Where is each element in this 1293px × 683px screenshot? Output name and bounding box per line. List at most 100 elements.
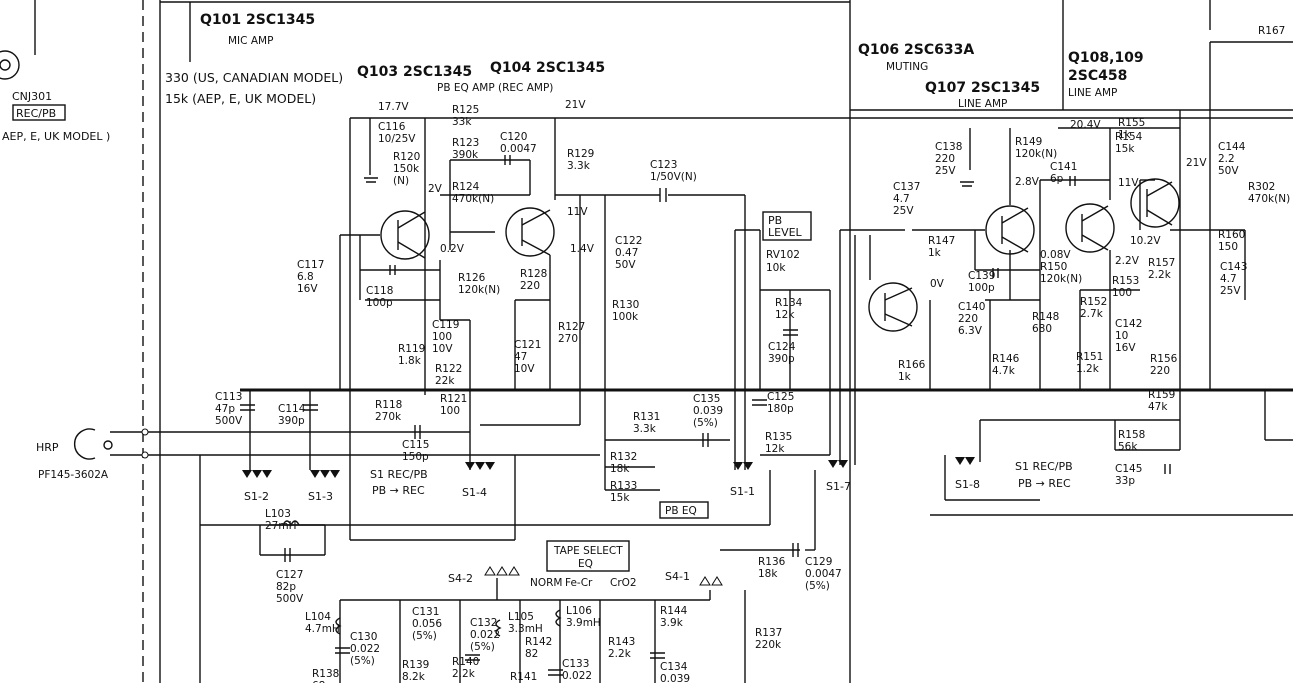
s1-recpb-label-b: S1 REC/PB — [1015, 460, 1073, 473]
component-label-l105: 3.3mH — [508, 623, 543, 635]
component-label-r146: R146 — [992, 353, 1020, 365]
pf-part-label: PF145-3602A — [38, 469, 109, 481]
component-label-c137: 4.7 — [893, 193, 910, 205]
component-label-r120: R120 — [393, 151, 420, 163]
component-label-c120: 0.0047 — [500, 143, 537, 155]
component-label-c137: C137 — [893, 181, 920, 193]
component-label-c139: 100p — [968, 282, 995, 294]
q103-ref: Q103 2SC1345 — [357, 64, 472, 80]
component-label-r126: 120k(N) — [458, 284, 500, 296]
component-label-c116: C116 — [378, 121, 406, 133]
component-label-r148: R148 — [1032, 311, 1059, 323]
component-label-c132: (5%) — [470, 641, 495, 653]
component-label-r156: R156 — [1150, 353, 1178, 365]
component-label-r140: R140 — [452, 656, 479, 668]
component-label-c116: 10/25V — [378, 133, 416, 145]
component-label-c144: 50V — [1218, 165, 1239, 177]
component-label-r119: 1.8k — [398, 355, 422, 367]
component-label-l105: L105 — [508, 611, 534, 623]
hrp-label: HRP — [36, 441, 59, 454]
component-label-c127: C127 — [276, 569, 303, 581]
component-label-c145: C145 — [1115, 463, 1142, 475]
voltage-label: 10.2V — [1130, 235, 1161, 247]
component-label-c143: C143 — [1220, 261, 1247, 273]
component-label-r121: 100 — [440, 405, 460, 417]
component-label-r140: 2.2k — [452, 668, 476, 680]
component-label-c140: 6.3V — [958, 325, 983, 337]
component-label-c143: 25V — [1220, 285, 1241, 297]
transistor-q104-symbol — [505, 207, 555, 257]
component-label-r139: 8.2k — [402, 671, 426, 683]
component-label-r142: 82 — [525, 648, 538, 660]
component-label-c120: C120 — [500, 131, 527, 143]
pb-level-box — [762, 211, 812, 241]
component-label-r133: R133 — [610, 480, 637, 492]
component-label-c121: C121 — [514, 339, 541, 351]
component-label-r130: R130 — [612, 299, 639, 311]
voltage-label: 2.2V — [1115, 255, 1140, 267]
component-label-c141: C141 — [1050, 161, 1077, 173]
switch-s4-1: S4-1 — [665, 570, 690, 583]
connector-cnj301 — [0, 0, 36, 80]
q108-109-func: LINE AMP — [1068, 87, 1117, 99]
component-label-r124: 470k(N) — [452, 193, 494, 205]
component-label-c130: 0.022 — [350, 643, 380, 655]
component-label-c124: 390p — [768, 353, 795, 365]
rv102-value: 10k — [766, 262, 786, 274]
component-label-c142: 16V — [1115, 342, 1136, 354]
component-label-r131: R131 — [633, 411, 660, 423]
switch-contacts — [242, 457, 975, 586]
component-label-r157: 2.2k — [1148, 269, 1172, 281]
component-label-c132: C132 — [470, 617, 497, 629]
component-label-c139: C139 — [968, 270, 995, 282]
component-label-c145: 33p — [1115, 475, 1135, 487]
component-label-r128: R128 — [520, 268, 547, 280]
component-label-r127: R127 — [558, 321, 585, 333]
component-label-r153: R153 — [1112, 275, 1139, 287]
component-label-r149: R149 — [1015, 136, 1042, 148]
component-label-c130: C130 — [350, 631, 377, 643]
component-label-r147: 1k — [928, 247, 942, 259]
q108-109-part: 2SC458 — [1068, 68, 1127, 84]
component-label-c122: C122 — [615, 235, 642, 247]
transistor-q103-symbol — [380, 210, 430, 260]
component-label-c115: 150p — [402, 451, 429, 463]
component-label-c143: 4.7 — [1220, 273, 1237, 285]
component-label-r160: R160 — [1218, 229, 1245, 241]
component-label-r148: 680 — [1032, 323, 1052, 335]
component-label-c113: 47p — [215, 403, 235, 415]
component-label-r302: R302 — [1248, 181, 1275, 193]
pb-to-rec-label-a: PB → REC — [372, 484, 425, 497]
component-label-c118: C118 — [366, 285, 393, 297]
component-label-r131: 3.3k — [633, 423, 657, 435]
ground-symbols — [364, 177, 974, 187]
q101-ref: Q101 2SC1345 — [200, 12, 315, 28]
component-label-r136: 18k — [758, 568, 778, 580]
component-label-r129: R129 — [567, 148, 594, 160]
cnj301-label: CNJ301 — [12, 90, 52, 103]
component-label-r121: R121 — [440, 393, 467, 405]
component-label-r126: R126 — [458, 272, 486, 284]
component-label-r144: R144 — [660, 605, 688, 617]
component-label-r122: R122 — [435, 363, 462, 375]
component-label-r156: 220 — [1150, 365, 1170, 377]
component-label-l106: L106 — [566, 605, 592, 617]
voltage-label: 21V — [565, 99, 586, 111]
component-label-r122: 22k — [435, 375, 455, 387]
component-label-r134: 12k — [775, 309, 795, 321]
component-label-r151: R151 — [1076, 351, 1103, 363]
component-label-r150: 120k(N) — [1040, 273, 1082, 285]
component-label-c114: C114 — [278, 403, 306, 415]
component-label-r146: 4.7k — [992, 365, 1016, 377]
component-label-r139: R139 — [402, 659, 429, 671]
component-label-c135: 0.039 — [693, 405, 723, 417]
component-label-c137: 25V — [893, 205, 914, 217]
component-label-l103: L103 — [265, 508, 291, 520]
component-label-r118: 270k — [375, 411, 402, 423]
component-label-r166: 1k — [898, 371, 912, 383]
component-label-c140: 220 — [958, 313, 978, 325]
component-label-r134: R134 — [775, 297, 803, 309]
voltage-label: 0V — [930, 278, 945, 290]
voltage-label: 2.8V — [1015, 176, 1040, 188]
component-label-r137: R137 — [755, 627, 782, 639]
